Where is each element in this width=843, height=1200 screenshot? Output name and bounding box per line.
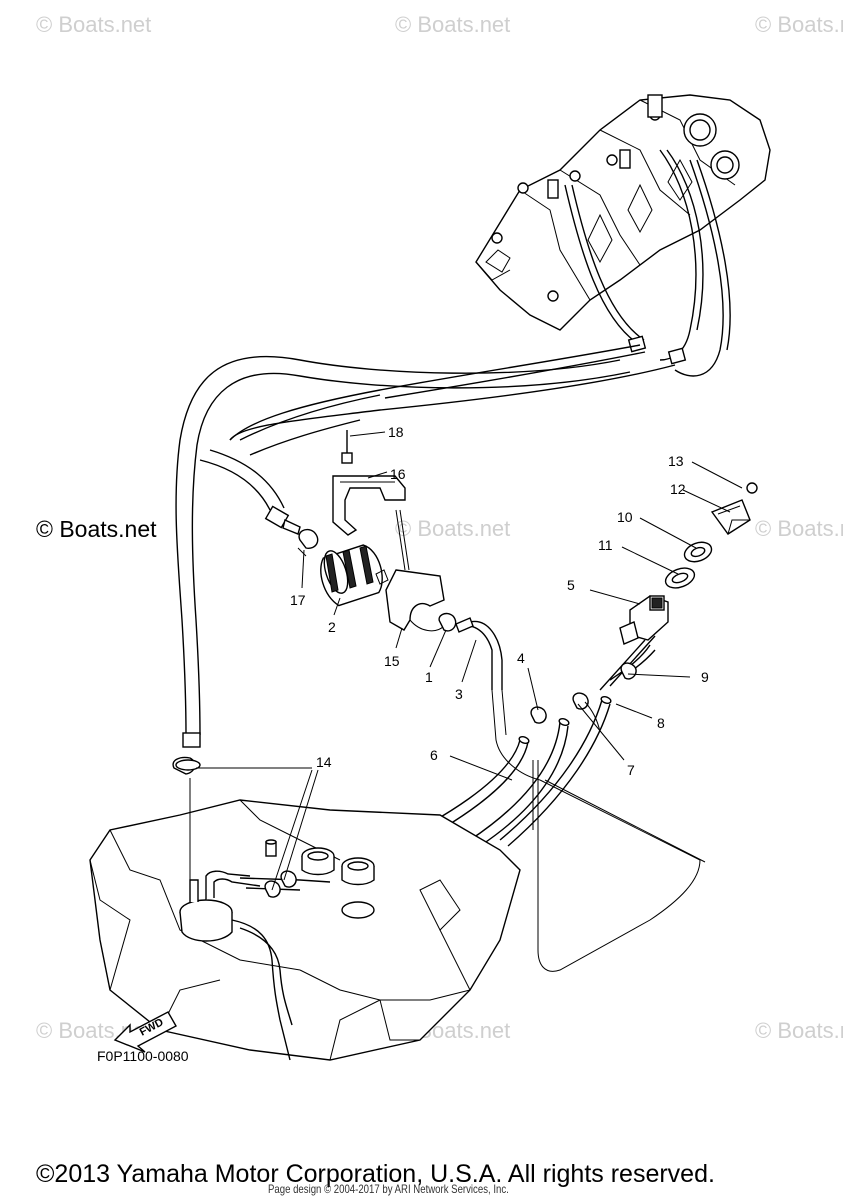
fuel-filter-group bbox=[297, 430, 503, 690]
callout-17: 17 bbox=[290, 592, 306, 608]
callout-8: 8 bbox=[657, 715, 665, 731]
callout-labels: 1 2 3 4 5 6 7 8 9 10 11 12 13 14 15 16 1… bbox=[290, 424, 709, 778]
callout-9: 9 bbox=[701, 669, 709, 685]
watermark-prominent: © Boats.net bbox=[36, 516, 157, 542]
callout-1: 1 bbox=[425, 669, 433, 685]
callout-16: 16 bbox=[390, 466, 406, 482]
callout-13: 13 bbox=[668, 453, 684, 469]
carburetor-assembly bbox=[475, 94, 771, 331]
watermark-mid-right: © Boats.net bbox=[755, 516, 843, 541]
copyright-text: ©2013 Yamaha Motor Corporation, U.S.A. A… bbox=[36, 1160, 715, 1188]
callout-7: 7 bbox=[627, 762, 635, 778]
fuel-tank bbox=[89, 756, 521, 1061]
watermark-top-center: © Boats.net bbox=[395, 12, 511, 37]
leader-lines bbox=[196, 431, 743, 891]
callout-2: 2 bbox=[328, 619, 336, 635]
callout-3: 3 bbox=[455, 686, 463, 702]
callout-4: 4 bbox=[517, 650, 525, 666]
callout-10: 10 bbox=[617, 509, 633, 525]
figure-code: F0P1100-0080 bbox=[97, 1048, 189, 1064]
callout-5: 5 bbox=[567, 577, 575, 593]
callout-18: 18 bbox=[388, 424, 404, 440]
callout-6: 6 bbox=[430, 747, 438, 763]
fuel-hose-main bbox=[175, 355, 631, 748]
watermark-bottom-right: © Boats.net bbox=[755, 1018, 843, 1043]
callout-15: 15 bbox=[384, 653, 400, 669]
callout-14: 14 bbox=[316, 754, 332, 770]
callout-11: 11 bbox=[598, 537, 613, 553]
callout-12: 12 bbox=[670, 481, 686, 497]
watermark-top-right: © Boats.net bbox=[755, 12, 843, 37]
page-design-credit: Page design © 2004-2017 by ARI Network S… bbox=[268, 1182, 509, 1196]
watermark-mid-center: © Boats.net bbox=[395, 516, 511, 541]
control-cables bbox=[229, 149, 731, 441]
fuel-system-diagram: FWD 1 2 3 bbox=[89, 94, 771, 1061]
watermark-top-left: © Boats.net bbox=[36, 12, 152, 37]
